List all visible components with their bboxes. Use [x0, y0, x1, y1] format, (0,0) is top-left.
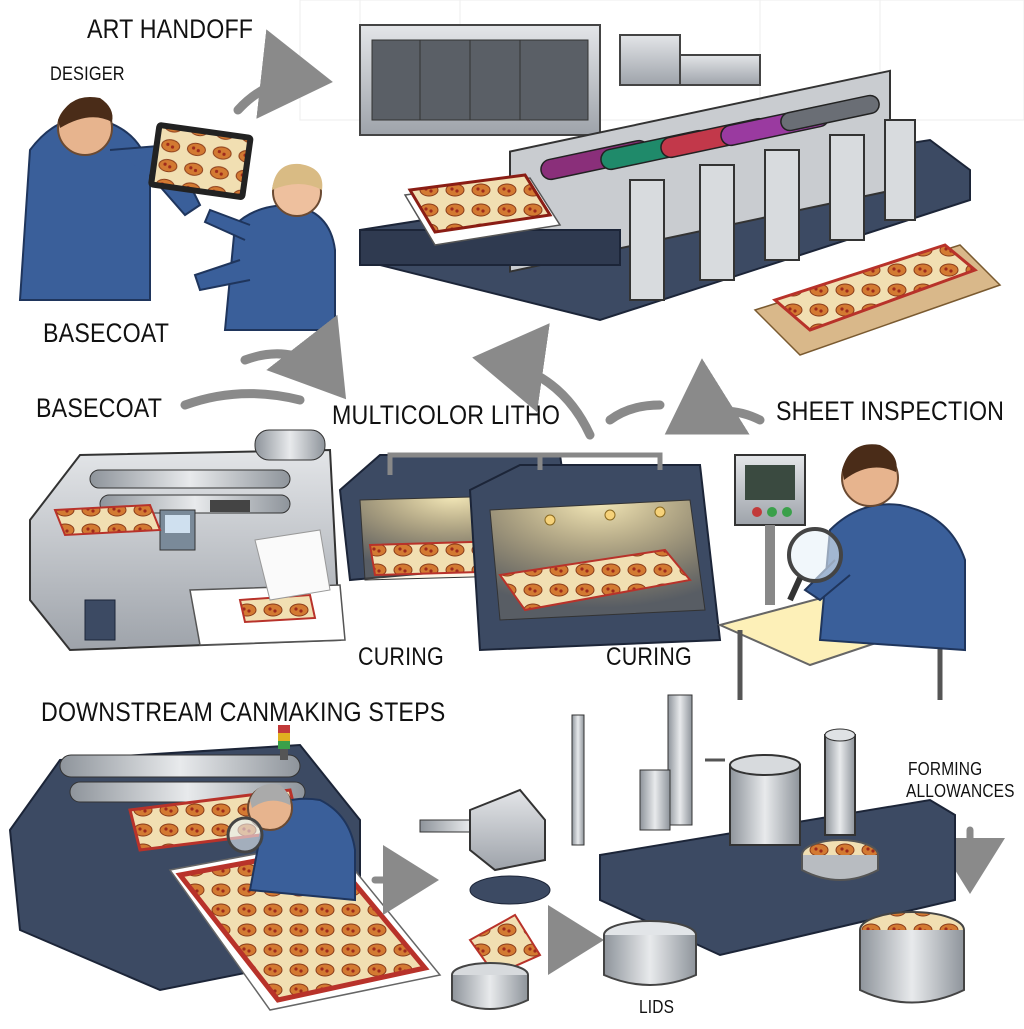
curing-oven-right: [468, 452, 722, 652]
magnifying-glass-icon: [787, 527, 843, 602]
worker-figure-woman: [193, 163, 336, 331]
printed-sheet-output: [753, 243, 1002, 356]
ink-rollers: [540, 94, 880, 181]
label-basecoat-top: BASECOAT: [43, 318, 170, 348]
finished-decorated-can: [859, 911, 965, 1004]
formed-can-tray: [801, 839, 879, 881]
forming-die-cylinder: [729, 754, 801, 846]
drying-oven-machine: [359, 24, 761, 136]
label-forming: FORMING: [908, 759, 983, 779]
label-multicolor-litho: MULTICOLOR LITHO: [332, 400, 561, 430]
flow-arrows-top: [180, 29, 765, 440]
label-downstream-canmaking: DOWNSTREAM CANMAKING STEPS: [41, 697, 446, 727]
basecoat-coater-machine: [29, 429, 346, 652]
input-sheet-stack: [403, 173, 562, 246]
small-tin-can: [451, 962, 529, 1010]
multicolor-litho-press: [359, 69, 971, 322]
label-curing-left: CURING: [358, 643, 444, 671]
label-allowances: ALLOWANCES: [906, 781, 1015, 801]
curing-lamp-icons: [544, 506, 666, 526]
designer-figure: [18, 96, 202, 301]
label-lids: LIDS: [639, 997, 675, 1017]
label-sheet-inspection: SHEET INSPECTION: [776, 396, 1005, 426]
label-curing-right: CURING: [606, 643, 692, 671]
tablet-icon: [148, 122, 254, 200]
label-art-handoff: ART HANDOFF: [87, 14, 254, 44]
press-units: [629, 119, 916, 301]
press-operator-figure: [226, 784, 356, 902]
tin-can-body: [603, 920, 697, 986]
downstream-press-machine: [8, 725, 442, 1011]
inspection-control-panel: [734, 454, 806, 605]
label-basecoat-mid: BASECOAT: [36, 393, 163, 423]
flow-arrows-bottom: [371, 826, 1005, 975]
can-forming-line: [419, 694, 956, 957]
label-designer: DESIGER: [50, 64, 125, 85]
